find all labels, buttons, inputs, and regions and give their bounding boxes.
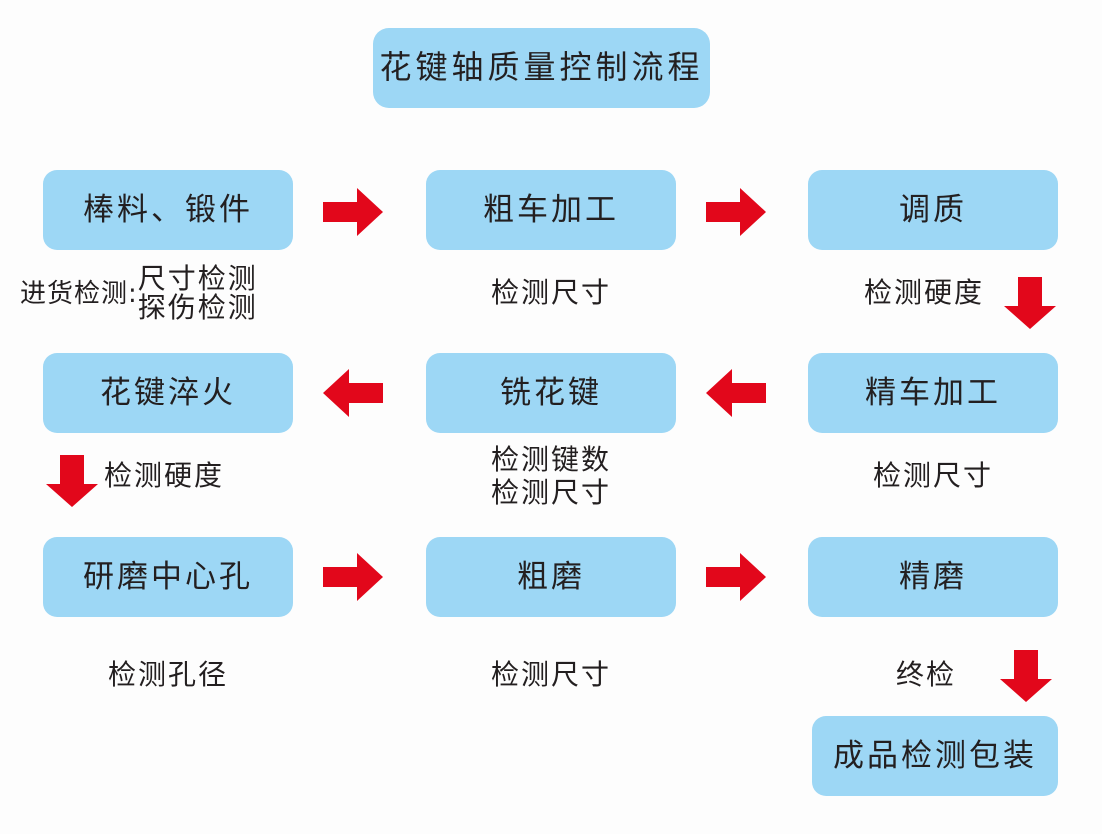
caption-incoming-inspection-line2: 探伤检测	[137, 290, 258, 324]
caption-check-dimension-3-text: 检测尺寸	[490, 658, 611, 691]
node-spline-milling-label: 铣花键	[500, 374, 602, 411]
caption-check-spline-count-line2: 检测尺寸	[490, 476, 611, 510]
caption-check-dimension-1: 检测尺寸	[426, 276, 676, 309]
caption-check-bore-text: 检测孔径	[107, 658, 228, 691]
caption-incoming-inspection-lead: 进货检测:	[20, 278, 138, 309]
caption-check-dimension-2-text: 检测尺寸	[872, 459, 993, 492]
caption-incoming-inspection: 进货检测: 尺寸检测 探伤检测	[20, 262, 258, 324]
caption-check-spline-count: 检测键数 检测尺寸	[426, 443, 676, 509]
node-rough-turning-label: 粗车加工	[483, 191, 619, 228]
node-raw-material-label: 棒料、锻件	[83, 191, 253, 228]
node-rough-turning[interactable]: 粗车加工	[426, 170, 676, 250]
node-spline-quenching[interactable]: 花键淬火	[43, 353, 293, 433]
caption-final-inspection-text: 终检	[896, 658, 957, 691]
arrow-left-icon-2	[706, 369, 766, 417]
arrow-down-icon-3	[1000, 650, 1052, 702]
node-rough-grinding-label: 粗磨	[517, 558, 585, 595]
node-spline-milling[interactable]: 铣花键	[426, 353, 676, 433]
arrow-down-icon-1	[1004, 277, 1056, 329]
caption-check-hardness-1-text: 检测硬度	[864, 276, 985, 309]
node-quench-temper[interactable]: 调质	[808, 170, 1058, 250]
node-grind-center-hole-label: 研磨中心孔	[83, 558, 253, 595]
caption-check-dimension-3: 检测尺寸	[426, 658, 676, 691]
node-raw-material[interactable]: 棒料、锻件	[43, 170, 293, 250]
node-finish-turning-label: 精车加工	[865, 374, 1001, 411]
arrow-left-icon-1	[323, 369, 383, 417]
caption-check-dimension-2: 检测尺寸	[808, 459, 1058, 492]
node-finish-grinding[interactable]: 精磨	[808, 537, 1058, 617]
node-grind-center-hole[interactable]: 研磨中心孔	[43, 537, 293, 617]
node-spline-quenching-label: 花键淬火	[100, 374, 236, 411]
diagram-title-box: 花键轴质量控制流程	[373, 28, 710, 108]
caption-check-hardness-1: 检测硬度	[864, 276, 985, 309]
node-final-inspection-packaging-label: 成品检测包装	[833, 737, 1037, 774]
node-rough-grinding[interactable]: 粗磨	[426, 537, 676, 617]
caption-incoming-inspection-line1: 尺寸检测	[137, 262, 258, 295]
caption-check-bore: 检测孔径	[43, 658, 293, 691]
arrow-down-icon-2	[46, 455, 98, 507]
caption-check-hardness-2: 检测硬度	[104, 459, 225, 492]
node-finish-turning[interactable]: 精车加工	[808, 353, 1058, 433]
caption-final-inspection: 终检	[896, 658, 957, 691]
node-final-inspection-packaging[interactable]: 成品检测包装	[812, 716, 1058, 796]
caption-check-hardness-2-text: 检测硬度	[104, 459, 225, 492]
arrow-right-icon-4	[706, 553, 766, 601]
arrow-right-icon-1	[323, 188, 383, 236]
node-quench-temper-label: 调质	[899, 191, 967, 228]
caption-check-dimension-1-text: 检测尺寸	[490, 276, 611, 309]
diagram-title-text: 花键轴质量控制流程	[379, 48, 704, 87]
arrow-right-icon-2	[706, 188, 766, 236]
node-finish-grinding-label: 精磨	[899, 558, 967, 595]
arrow-right-icon-3	[323, 553, 383, 601]
caption-check-spline-count-line1: 检测键数	[490, 443, 611, 476]
